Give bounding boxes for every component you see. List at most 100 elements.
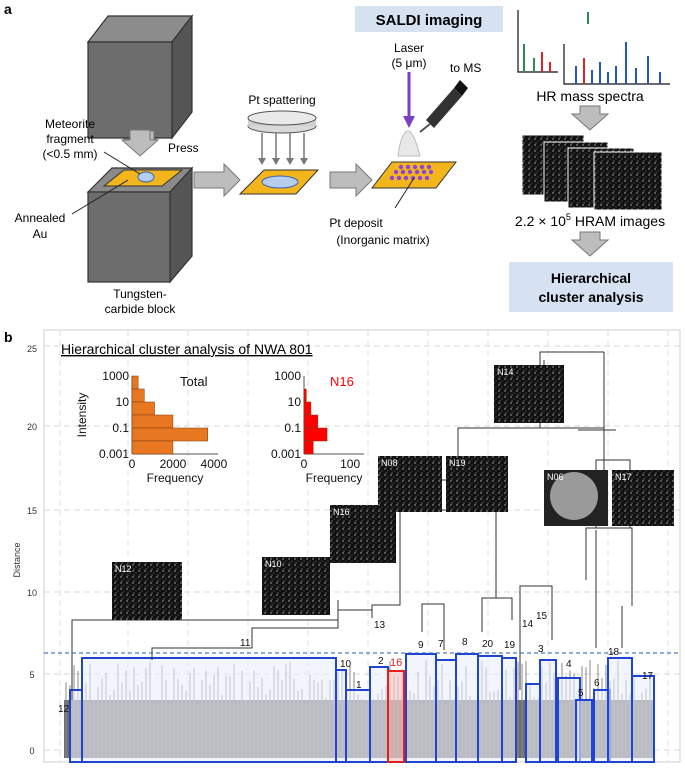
cluster-labels: 1 2 3 4 5 6 7 8 9 10 11 12 13 14 15 17 1… [58,611,654,715]
hist-bar [131,427,209,442]
cluster-label-4: 4 [566,659,572,670]
hist-x-label: Frequency [306,471,363,485]
meteorite-label-3: (<0.5 mm) [42,147,97,161]
hr-mass-spectra-label: HR mass spectra [536,88,644,104]
cluster-label-2: 2 [378,656,384,667]
pt-deposit-pointer [394,177,415,209]
dendrogram-title: Hierarchical cluster analysis of NWA 801 [61,341,313,357]
cluster-label-20: 20 [482,639,494,650]
panel-a-label: a [4,1,12,17]
cluster-box-19 [501,657,517,763]
inset-images [112,365,674,620]
saldi-title: SALDI imaging [376,12,483,29]
sputtered-sample [261,175,299,189]
sputter-target [247,110,317,134]
hist-bar [303,401,312,416]
cluster-label-12: 12 [58,704,70,715]
arrow-down-2 [570,231,610,257]
y-axis: 25 20 15 10 5 0 [27,344,37,756]
hist-x-tick: 0 [301,457,308,471]
y-tick-20: 20 [27,422,37,432]
cluster-box-4 [539,659,557,763]
y-tick-25: 25 [27,344,37,354]
inset-n16 [330,505,396,563]
cluster-box-9 [405,653,437,763]
cluster-label-11: 11 [240,638,251,649]
hca-box [509,262,673,312]
inset-n12 [112,562,182,620]
cluster-boxes [69,653,655,763]
hist-x-tick: 100 [340,457,360,471]
cluster-box-1 [345,689,371,763]
ms-inlet [419,80,468,133]
laser-label-1: Laser [394,41,424,55]
cluster-label-16: 16 [390,657,402,669]
arrow-down-1 [570,105,610,131]
cluster-box-8 [455,653,479,763]
inset-n06-disc [550,472,598,520]
tungsten-label-1: Tungsten- [113,287,167,301]
cluster-label-17: 17 [642,671,654,682]
meteorite-label-2: fragment [46,132,94,146]
hist-bar [303,414,319,429]
upper-cube [86,14,194,140]
hist-bar [131,375,139,390]
cluster-box-7 [435,659,457,763]
cluster-label-19: 19 [504,640,516,651]
cluster-box-10 [335,669,347,763]
hist-x-tick: 2000 [160,457,187,471]
cluster-label-7: 7 [438,639,444,650]
matrix-dots [389,164,434,181]
hca-label-1: Hierarchical [551,270,631,286]
cluster-label-3: 3 [538,644,544,655]
y-axis-label: Distance [12,542,22,577]
press-arrow-head [120,129,160,157]
y-tick-0: 0 [29,746,34,756]
arrow-right-1 [193,162,241,198]
arrow-right-2 [329,162,373,198]
inset-label-n10: N10 [265,559,282,569]
cluster-box-2 [369,666,389,763]
hist-y-tick: 0.001 [99,447,129,461]
meteorite-label-1: Meteorite [45,117,95,131]
hist-y-tick: 1000 [274,369,301,383]
hist-bar [131,401,155,416]
inset-label-n19: N19 [449,458,466,468]
hist-bar [303,440,314,455]
saldi-box [355,6,503,32]
cluster-box-11 [81,657,337,763]
y-tick-5: 5 [29,670,34,680]
hist-bar [131,414,174,429]
cluster-label-5: 5 [578,688,584,699]
hist-bar [303,388,307,403]
panel-b-label: b [4,329,13,345]
sputter-arrows [261,133,305,160]
cluster-box-12 [69,689,83,763]
hram-image-stack [521,134,663,211]
inset-n10 [262,557,330,615]
hist-y-tick: 0.1 [112,421,129,435]
hist-y-tick: 10 [288,395,302,409]
hist-x-tick: 0 [129,457,136,471]
hca-label-2: cluster analysis [538,289,643,305]
hist-x-tick: 4000 [201,457,228,471]
hist-title: Total [180,374,208,389]
y-tick-10: 10 [27,588,37,598]
cluster-box-16 [387,670,405,763]
cluster-label-10: 10 [340,659,352,670]
cluster-label-15: 15 [536,611,548,622]
inset-label-n08: N08 [381,458,398,468]
cluster-box-3 [525,683,541,763]
inset-label-n14: N14 [497,367,514,377]
hist-bar [131,388,145,403]
mass-spectra-icon [517,10,670,85]
meteorite-pointer [103,151,141,175]
inset-labels: N14 N08 N19 N06 N17 N16 N10 N12 [115,367,632,574]
cluster-label-13: 13 [374,620,386,631]
inset-label-n16: N16 [333,507,350,517]
cluster-label-9: 9 [418,640,424,651]
y-tick-15: 15 [27,506,37,516]
hist-x-label: Frequency [147,471,204,485]
